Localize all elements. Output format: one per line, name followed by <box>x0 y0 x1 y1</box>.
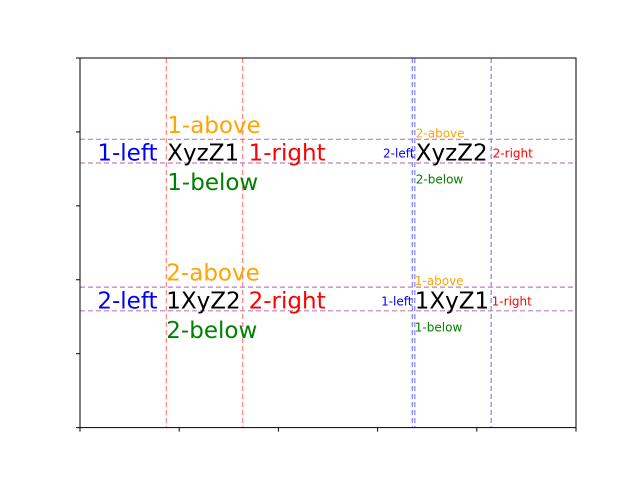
annotation-text: XyzZ1 <box>167 141 239 167</box>
axis-ticks <box>76 57 577 432</box>
offset-label: 1-below <box>415 320 463 334</box>
offset-label: 2-below <box>416 172 464 186</box>
annotation-text: 1XyZ2 <box>166 288 240 314</box>
offset-label: 2-below <box>166 318 257 344</box>
plot-frame <box>79 57 577 429</box>
offset-label: 1-right <box>492 294 532 308</box>
offset-label: 1-below <box>167 170 258 196</box>
offset-label: 2-left <box>97 288 157 314</box>
offset-label: 2-right <box>493 147 533 161</box>
offset-label: 2-above <box>416 126 465 140</box>
offset-label: 1-above <box>167 113 260 139</box>
annotation-text: XyzZ2 <box>416 141 488 167</box>
offset-label: 1-above <box>415 274 464 288</box>
offset-label: 1-left <box>97 141 157 167</box>
offset-label: 1-left <box>381 294 413 308</box>
annotation-text: 1XyZ1 <box>415 288 489 314</box>
reference-lines <box>80 58 576 428</box>
offset-label: 2-above <box>166 261 259 287</box>
offset-label: 2-right <box>249 288 326 314</box>
offset-label: 2-left <box>383 147 415 161</box>
offset-label: 1-right <box>249 141 326 167</box>
